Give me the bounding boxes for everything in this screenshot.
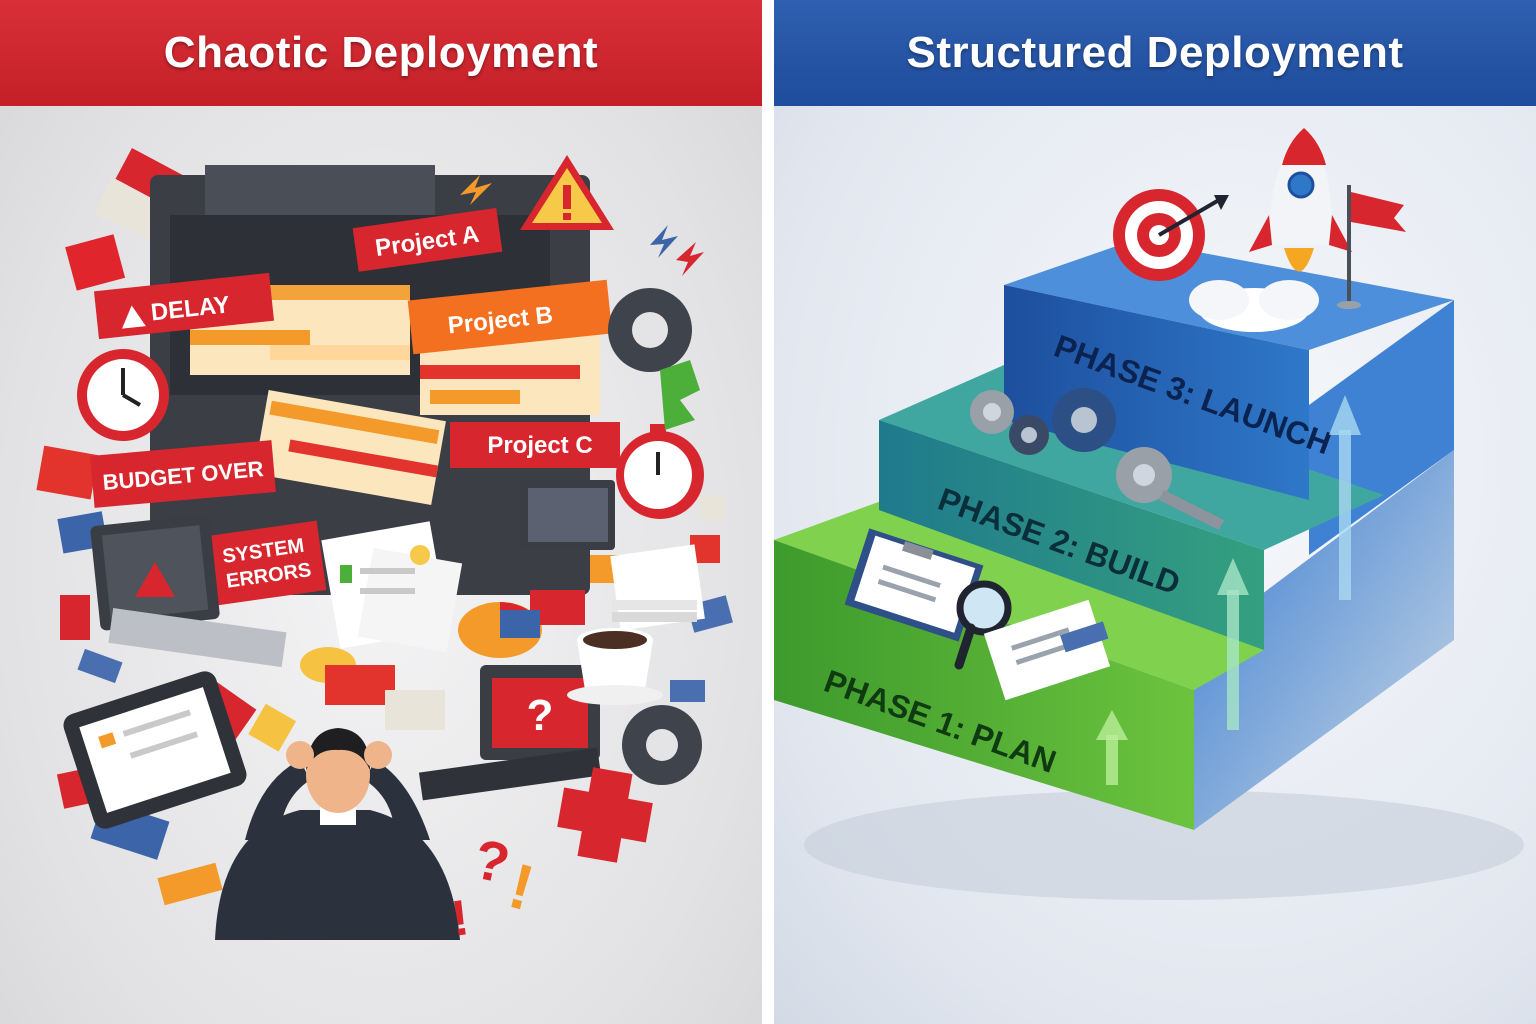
coffee-cup-icon	[567, 628, 663, 705]
monitor-icon	[520, 480, 615, 550]
phase-2-step	[879, 420, 1264, 650]
lightning-icon	[650, 225, 678, 258]
svg-text:?: ?	[527, 691, 554, 740]
warning-icon	[122, 305, 146, 329]
chaos-illustration: Project A Project B Project C DELAY BUDG…	[36, 148, 733, 947]
floor-shadow	[804, 790, 1524, 900]
gear-icon	[970, 390, 1014, 434]
target-icon	[1113, 189, 1229, 281]
gear-icon	[1009, 415, 1049, 455]
documents-icon	[321, 521, 463, 653]
laptop-question-icon: ?	[418, 665, 602, 801]
project-c-tag: Project C	[450, 422, 620, 468]
clipboard-icon	[844, 528, 984, 642]
alarm-clock-icon	[77, 349, 169, 441]
stopwatch-icon	[616, 424, 704, 519]
gantt-sheet-3	[253, 390, 446, 505]
stressed-person	[215, 728, 460, 940]
lightning-icon	[460, 175, 492, 205]
system-errors-tag: SYSTEM ERRORS	[207, 520, 327, 606]
chaotic-deployment-panel: Chaotic Deployment	[0, 0, 762, 1024]
cloud-icon	[1189, 280, 1319, 332]
staircase-illustration: PHASE 1: PLAN PHASE 2: BUILD PHASE 3: LA…	[774, 128, 1524, 900]
toy-blocks	[300, 590, 585, 730]
warning-triangle-icon	[520, 155, 614, 230]
project-b-tag: Project B	[407, 279, 613, 355]
structured-deployment-banner: Structured Deployment	[774, 0, 1536, 106]
red-cross-icon	[557, 767, 653, 863]
magnifier-icon	[954, 580, 1012, 670]
stairs-side-face	[1194, 450, 1454, 830]
chaotic-deployment-banner: Chaotic Deployment	[0, 0, 762, 106]
laptop-warning-icon	[90, 514, 287, 668]
up-arrow-icon	[1217, 558, 1249, 730]
phase-3-step	[1004, 285, 1309, 500]
gear-icon	[608, 288, 692, 372]
question-mark: ?	[469, 827, 516, 896]
gear-icon	[622, 705, 702, 785]
project-c-label: Project C	[487, 432, 592, 459]
up-arrow-icon	[1329, 395, 1361, 600]
up-arrow-icon	[1096, 710, 1128, 785]
gear-icon	[1052, 388, 1116, 452]
delay-tag: DELAY	[93, 272, 275, 340]
wrench-icon	[1159, 490, 1224, 530]
rocket-icon	[1249, 128, 1352, 272]
tablet-checklist-icon	[63, 671, 247, 829]
lightning-icon	[676, 242, 704, 276]
chaotic-deployment-title: Chaotic Deployment	[163, 28, 599, 77]
gear-icon	[1116, 447, 1172, 503]
structured-deployment-title: Structured Deployment	[906, 28, 1404, 77]
structured-deployment-panel: Structured Deployment	[774, 0, 1536, 1024]
document-icon	[983, 599, 1111, 701]
flag-icon	[1337, 185, 1406, 309]
paper-stack-icon	[610, 544, 705, 631]
puzzle-piece-icon	[660, 360, 700, 430]
budget-over-tag: BUDGET OVER	[90, 440, 276, 508]
project-a-tag: Project A	[352, 208, 503, 272]
